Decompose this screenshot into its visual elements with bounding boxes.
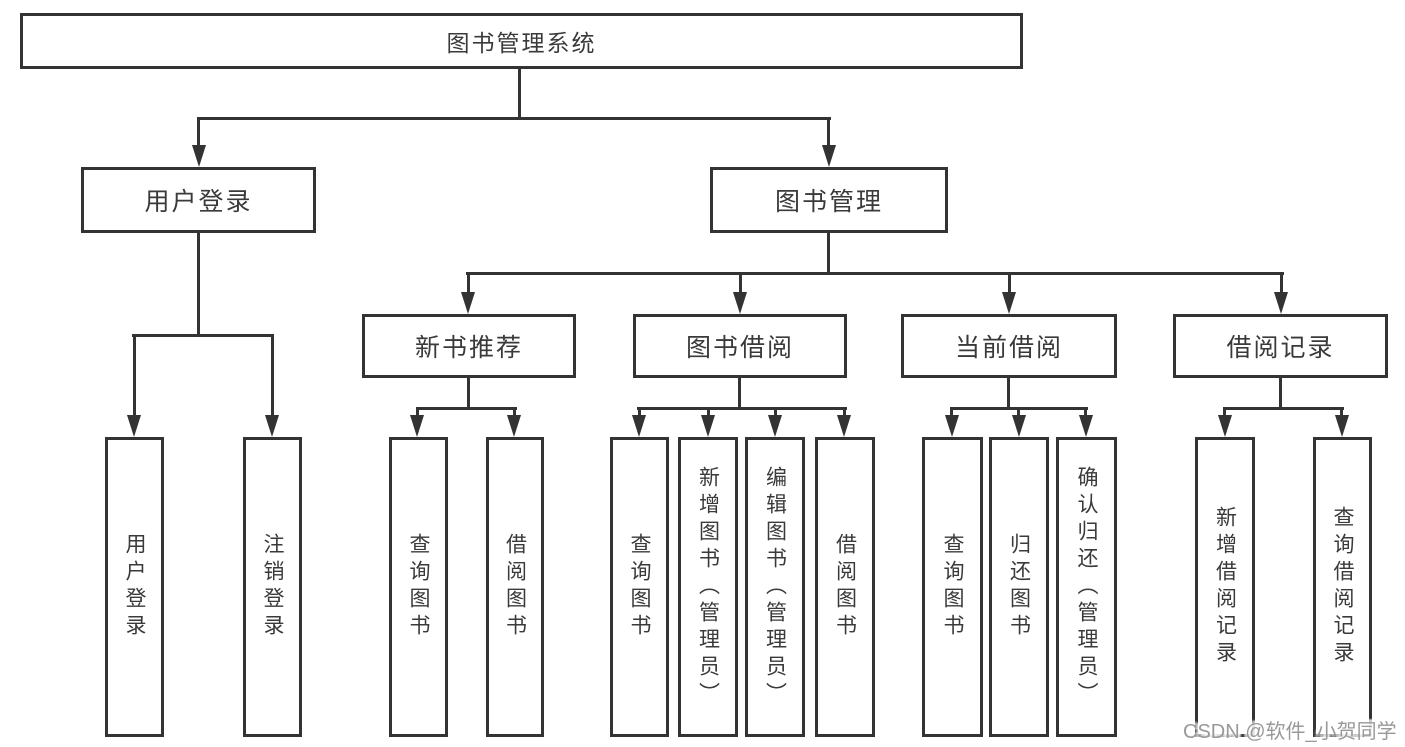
node-current-borrowing: 当前借阅	[901, 314, 1117, 378]
watermark: CSDN @软件_小贺同学	[1183, 721, 1397, 743]
leaf-return-book: 归还图书	[989, 437, 1049, 737]
connector-line	[1224, 407, 1344, 410]
arrowhead-down-icon	[1274, 292, 1288, 314]
leaf-query-borrow-record: 查询借阅记录	[1313, 437, 1372, 737]
connector-line	[1279, 376, 1282, 410]
leaf-confirm-return-admin: 确认归还（管理员）	[1056, 437, 1117, 737]
connector-line	[1340, 407, 1343, 419]
connector-line	[416, 407, 419, 419]
arrowhead-down-icon	[410, 415, 424, 437]
node-new-book-recommendation: 新书推荐	[362, 314, 576, 378]
arrowhead-down-icon	[1218, 415, 1232, 437]
node-label: 图书管理	[774, 188, 883, 216]
node-label: 查询借阅记录	[1331, 506, 1354, 668]
connector-line	[133, 334, 136, 418]
connector-line	[467, 272, 470, 294]
connector-line	[738, 376, 741, 410]
arrowhead-down-icon	[461, 292, 475, 314]
arrowhead-down-icon	[837, 415, 851, 437]
node-label: 新增图书（管理员）	[696, 465, 720, 709]
leaf-borrow-books-recommend: 借阅图书	[486, 437, 544, 737]
node-book-borrowing: 图书借阅	[633, 314, 847, 378]
leaf-user-login: 用户登录	[105, 437, 164, 737]
leaf-logout-login: 注销登录	[243, 437, 302, 737]
connector-line	[774, 407, 777, 419]
node-label: 借阅记录	[1226, 334, 1335, 362]
connector-line	[1084, 407, 1087, 419]
node-label: 查询图书	[941, 533, 964, 641]
connector-line	[827, 117, 830, 147]
connector-line	[513, 407, 516, 419]
arrowhead-down-icon	[1002, 292, 1016, 314]
leaf-borrow-books: 借阅图书	[815, 437, 875, 737]
connector-line	[739, 272, 742, 294]
node-label: 新增借阅记录	[1213, 506, 1237, 668]
connector-line	[416, 407, 517, 410]
node-label: 查询图书	[628, 533, 651, 641]
connector-line	[132, 334, 274, 337]
connector-line	[1008, 272, 1011, 294]
node-label: 注销登录	[261, 533, 284, 641]
connector-line	[467, 376, 470, 410]
node-label: 图书管理系统	[446, 30, 597, 56]
leaf-query-books-recommend: 查询图书	[389, 437, 448, 737]
node-label: 图书借阅	[685, 334, 794, 362]
connector-line	[271, 334, 274, 418]
node-label: 用户登录	[123, 533, 146, 641]
leaf-edit-book-admin: 编辑图书（管理员）	[745, 437, 805, 737]
node-borrowing-records: 借阅记录	[1173, 314, 1388, 378]
node-label: 查询图书	[407, 533, 430, 641]
connector-line	[1017, 407, 1020, 419]
connector-line	[707, 407, 710, 419]
arrowhead-down-icon	[192, 145, 206, 167]
node-library-management-system: 图书管理系统	[20, 13, 1023, 69]
connector-line	[1007, 376, 1010, 410]
connector-line	[827, 231, 830, 275]
node-label: 确认归还（管理员）	[1075, 465, 1098, 709]
arrowhead-down-icon	[822, 145, 836, 167]
arrowhead-down-icon	[1335, 415, 1349, 437]
arrowhead-down-icon	[507, 415, 521, 437]
connector-line	[197, 117, 831, 120]
connector-line	[1223, 407, 1226, 419]
connector-line	[950, 407, 953, 419]
arrowhead-down-icon	[733, 292, 747, 314]
connector-line	[197, 231, 200, 337]
node-label: 归还图书	[1007, 533, 1031, 641]
connector-line	[638, 407, 641, 419]
arrowhead-down-icon	[768, 415, 782, 437]
arrowhead-down-icon	[1012, 415, 1026, 437]
node-user-login: 用户登录	[81, 167, 316, 233]
arrowhead-down-icon	[127, 415, 141, 437]
node-label: 借阅图书	[503, 533, 527, 641]
connector-line	[1280, 272, 1283, 294]
arrowhead-down-icon	[945, 415, 959, 437]
connector-line	[518, 68, 521, 120]
node-label: 借阅图书	[833, 533, 857, 641]
arrowhead-down-icon	[701, 415, 715, 437]
connector-line	[637, 407, 847, 410]
node-label: 用户登录	[144, 188, 253, 216]
leaf-add-book-admin: 新增图书（管理员）	[678, 437, 738, 737]
arrowhead-down-icon	[265, 415, 279, 437]
arrowhead-down-icon	[632, 415, 646, 437]
node-label: 当前借阅	[954, 334, 1063, 362]
node-book-management: 图书管理	[710, 167, 948, 233]
arrowhead-down-icon	[1079, 415, 1093, 437]
node-label: 新书推荐	[414, 334, 523, 362]
leaf-query-books-current: 查询图书	[922, 437, 983, 737]
leaf-add-borrow-record: 新增借阅记录	[1195, 437, 1255, 737]
node-label: 编辑图书（管理员）	[763, 465, 787, 709]
connector-line	[197, 117, 200, 147]
connector-line	[466, 272, 1284, 275]
leaf-query-books-borrow: 查询图书	[610, 437, 669, 737]
connector-line	[843, 407, 846, 419]
